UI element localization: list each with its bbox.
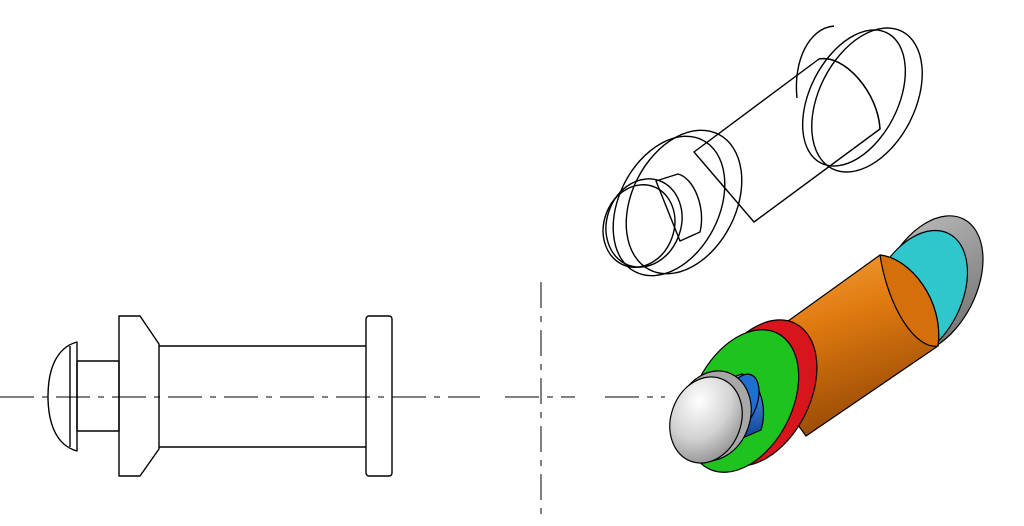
- wire-collar-front: [612, 135, 726, 277]
- side-flange: [365, 315, 393, 477]
- wire-flange-front: [811, 27, 923, 173]
- wire-flange-back: [801, 29, 907, 167]
- wire-head-front: [602, 184, 676, 268]
- head-face: [669, 376, 743, 464]
- isometric-wireframe: [602, 25, 923, 277]
- side-head: [47, 341, 78, 452]
- side-neck: [76, 360, 120, 432]
- wire-shaft: [693, 57, 881, 223]
- side-view: [0, 315, 480, 477]
- isometric-shaded: [669, 215, 984, 473]
- wire-head-back: [605, 178, 683, 268]
- wire-collar-back: [625, 129, 743, 275]
- wire-neck: [655, 173, 703, 242]
- center-mark: [505, 282, 665, 514]
- side-shaft: [159, 345, 366, 448]
- side-collar: [118, 315, 160, 477]
